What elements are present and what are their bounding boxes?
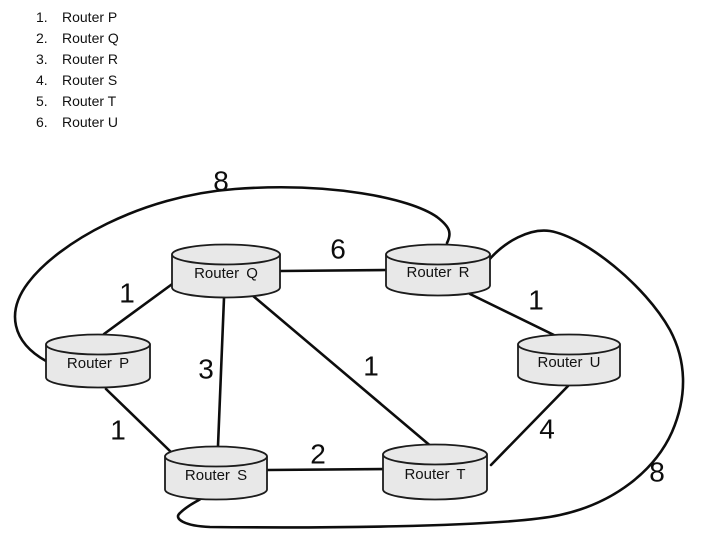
list-item-number: 2. xyxy=(36,30,48,46)
cylinder-body xyxy=(382,454,488,501)
router-list-item: 6. Router U xyxy=(36,112,119,133)
node-T: Router T xyxy=(382,443,488,501)
node-R: Router R xyxy=(385,243,491,297)
list-item-label: Router U xyxy=(62,114,119,130)
edge-weight-P-R: 8 xyxy=(213,166,229,197)
cylinder-body xyxy=(517,344,621,387)
edge-P-S xyxy=(104,387,174,455)
cylinder-body xyxy=(164,456,268,501)
edge-weight-U-T: 4 xyxy=(539,414,555,445)
node-label-Q: Router Q xyxy=(194,265,258,282)
node-label-T: Router T xyxy=(404,466,465,483)
edge-U-T xyxy=(489,384,570,467)
edge-Q-S xyxy=(216,296,226,448)
edge-Q-T xyxy=(250,293,435,450)
router-list-item: 3. Router R xyxy=(36,49,119,70)
edge-weight-Q-T: 1 xyxy=(363,351,379,382)
list-item-label: Router Q xyxy=(62,30,119,46)
cylinder-top xyxy=(164,445,268,468)
router-list-item: 1. Router P xyxy=(36,7,119,28)
list-item-number: 4. xyxy=(36,72,48,88)
node-S: Router S xyxy=(164,445,268,501)
node-U: Router U xyxy=(517,333,621,387)
cylinder-body xyxy=(385,254,491,297)
edge-weight-Q-R: 6 xyxy=(330,234,346,265)
edge-weight-S-T: 2 xyxy=(310,439,326,470)
node-Q: Router Q xyxy=(171,243,281,299)
node-label-U: Router U xyxy=(537,354,600,371)
list-item-label: Router P xyxy=(62,9,118,25)
list-item-number: 3. xyxy=(36,51,48,67)
node-label-R: Router R xyxy=(406,264,469,281)
router-list-item: 2. Router Q xyxy=(36,28,119,49)
router-list: 1. Router P 2. Router Q 3. Router R 4. R… xyxy=(36,7,119,133)
node-P: Router P xyxy=(45,333,151,389)
list-item-label: Router S xyxy=(62,72,118,88)
list-item-label: Router T xyxy=(62,93,117,109)
node-label-S: Router S xyxy=(185,467,247,484)
router-list-item: 4. Router S xyxy=(36,70,119,91)
edge-P-R xyxy=(13,186,451,363)
cylinder-body xyxy=(45,344,151,389)
cylinder-top xyxy=(517,333,621,356)
edge-weight-P-Q: 1 xyxy=(119,278,135,309)
cylinder-top xyxy=(385,243,491,266)
edge-weight-S-R: 8 xyxy=(649,457,665,488)
edge-P-Q xyxy=(102,280,177,336)
list-item-number: 1. xyxy=(36,9,48,25)
edge-Q-R xyxy=(279,268,388,273)
cylinder-top xyxy=(382,443,488,466)
edge-R-U xyxy=(468,292,558,338)
router-list-item: 5. Router T xyxy=(36,91,119,112)
list-item-label: Router R xyxy=(62,51,119,67)
list-item-number: 5. xyxy=(36,93,48,109)
cylinder-body xyxy=(171,254,281,299)
edge-weight-P-S: 1 xyxy=(110,415,126,446)
cylinder-top xyxy=(171,243,281,266)
edge-weight-R-U: 1 xyxy=(528,285,544,316)
edge-S-T xyxy=(265,467,386,472)
node-label-P: Router P xyxy=(67,355,129,372)
list-item-number: 6. xyxy=(36,114,48,130)
edge-weight-Q-S: 3 xyxy=(198,354,214,385)
edge-S-R xyxy=(176,229,685,529)
cylinder-top xyxy=(45,333,151,356)
